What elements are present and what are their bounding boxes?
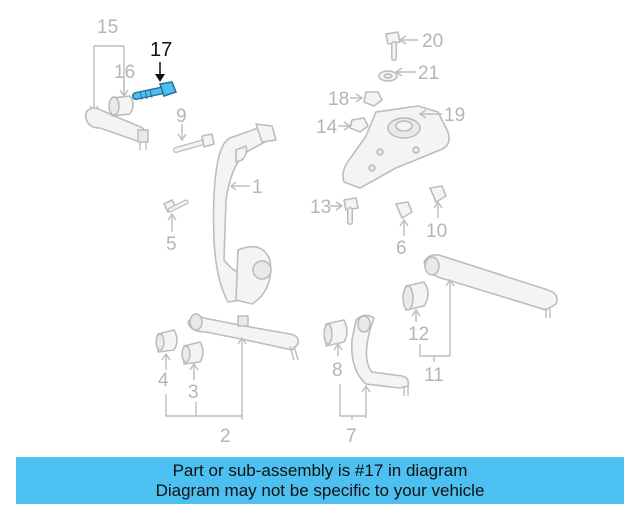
bolt-9 (173, 124, 215, 153)
nut-6 (395, 201, 413, 236)
control-arm-11 (423, 254, 558, 356)
callout-16: 16 (114, 62, 135, 83)
bolt-5 (163, 199, 189, 232)
callout-13: 13 (310, 197, 331, 218)
strut-mount-19 (342, 105, 450, 189)
callout-12: 12 (408, 324, 429, 345)
bolt-13 (330, 197, 359, 225)
washer-21 (378, 67, 416, 82)
arrow-2 (237, 336, 247, 345)
leader-lines-11 (419, 344, 450, 362)
callout-3: 3 (188, 382, 199, 403)
bushing-16 (108, 80, 134, 117)
control-arm-7 (350, 314, 410, 418)
callout-1: 1 (252, 177, 263, 198)
leader-lines-7 (339, 384, 366, 420)
nut-14 (338, 117, 369, 133)
callout-10: 10 (426, 221, 447, 242)
lower-control-arm-2 (187, 313, 300, 361)
banner-line-1: Part or sub-assembly is #17 in diagram (172, 461, 468, 480)
callout-17: 17 (150, 39, 172, 61)
callout-19: 19 (444, 105, 465, 126)
leader-lines-2 (165, 338, 243, 420)
banner-line-2: Diagram may not be specific to your vehi… (155, 481, 485, 500)
callout-11: 11 (424, 365, 444, 386)
bushing-4 (155, 329, 178, 370)
callout-18: 18 (328, 89, 349, 110)
parts-diagram: 15 16 17 9 1 5 4 3 2 20 21 18 14 19 13 6… (84, 17, 558, 447)
upper-control-arm-15 (84, 45, 149, 150)
callout-7: 7 (346, 426, 357, 447)
callout-6: 6 (396, 238, 407, 259)
callout-20: 20 (422, 31, 443, 52)
callout-15: 15 (97, 17, 118, 38)
callout-9: 9 (176, 106, 187, 127)
callout-14: 14 (316, 117, 338, 138)
callout-21: 21 (418, 63, 439, 84)
bushing-8 (323, 319, 348, 356)
callout-2: 2 (220, 426, 231, 447)
info-banner: Part or sub-assembly is #17 in diagram D… (16, 457, 624, 504)
bushing-3 (181, 341, 204, 380)
callout-5: 5 (166, 234, 177, 255)
nut-18 (350, 91, 383, 107)
bolt-17 (132, 62, 177, 101)
bushing-12 (402, 281, 429, 322)
bolt-20 (385, 31, 418, 61)
callout-4: 4 (158, 370, 169, 391)
steering-knuckle-1 (212, 123, 277, 305)
callout-8: 8 (332, 360, 343, 381)
nut-10 (429, 185, 447, 218)
